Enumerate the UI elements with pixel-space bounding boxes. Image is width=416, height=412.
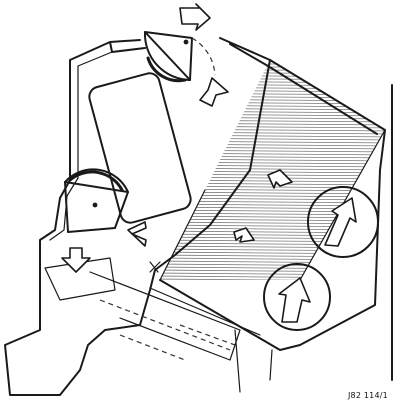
arrow-down-left <box>61 247 91 273</box>
hatch-stroke <box>160 194 385 198</box>
lower-right-circle <box>263 263 331 331</box>
hatch-stroke <box>160 143 385 147</box>
hatch-stroke <box>160 134 385 138</box>
hatch-stroke <box>160 107 385 111</box>
hatch-stroke <box>160 233 385 237</box>
hatch-stroke <box>160 137 385 141</box>
hatch-stroke <box>150 282 395 284</box>
hatch-stroke <box>160 218 385 222</box>
hatch-stroke <box>160 161 385 165</box>
hatch-stroke <box>160 203 385 207</box>
hatch-stroke <box>160 83 385 87</box>
arrow-top-right <box>179 3 211 31</box>
hatch-stroke <box>160 248 385 252</box>
hatch-stroke <box>160 239 385 243</box>
hatch-stroke <box>160 86 385 90</box>
hatch-stroke <box>160 212 385 216</box>
hatch-stroke <box>160 104 385 108</box>
hatch-stroke <box>160 101 385 105</box>
arrow-in-upper-circle <box>324 197 357 247</box>
hatch-stroke <box>160 209 385 213</box>
hatch-stroke <box>160 230 385 234</box>
hatch-stroke <box>160 149 385 153</box>
hatch-stroke <box>160 260 385 264</box>
hatch-stroke <box>160 152 385 156</box>
hatch-stroke <box>160 269 385 273</box>
reference-code: J82 114/1 <box>348 391 388 400</box>
hatch-stroke <box>160 215 385 219</box>
lower-dashed-lines <box>99 299 236 361</box>
hatch-stroke <box>160 131 385 135</box>
inner-wall-line <box>49 51 113 241</box>
hatch-stroke <box>160 71 385 75</box>
hatch-stroke <box>160 236 385 240</box>
small-marker <box>149 261 161 273</box>
hatch-stroke <box>160 89 385 93</box>
hatch-stroke <box>160 95 385 99</box>
arrow-mid-hatch <box>233 227 255 243</box>
hatch-stroke <box>160 125 385 129</box>
hatch-stroke <box>150 285 395 287</box>
hatch-stroke <box>160 167 385 171</box>
lower-rotor <box>64 168 129 233</box>
hatch-stroke <box>160 200 385 204</box>
hatch-stroke <box>160 278 385 280</box>
arrow-right-upper <box>199 77 229 107</box>
hatch-stroke <box>160 227 385 231</box>
arrow-in-lower-circle <box>278 277 311 323</box>
hatch-stroke <box>160 116 385 120</box>
hatch-stroke <box>160 140 385 144</box>
hatch-stroke <box>160 92 385 96</box>
hatch-stroke <box>160 254 385 258</box>
hatch-stroke <box>160 266 385 270</box>
hatch-stroke <box>160 197 385 201</box>
hatch-stroke <box>160 128 385 132</box>
hatch-stroke <box>160 263 385 267</box>
hatch-stroke <box>160 191 385 195</box>
hatch-stroke <box>160 62 385 66</box>
hatch-stroke <box>160 221 385 225</box>
upper-right-circle <box>307 186 379 258</box>
hatch-stroke <box>160 164 385 168</box>
hatch-stroke <box>160 245 385 249</box>
hatch-stroke <box>160 98 385 102</box>
arrow-center <box>267 169 293 189</box>
hatch-stroke <box>160 80 385 84</box>
hatch-stroke <box>160 158 385 162</box>
central-block <box>88 72 192 224</box>
hatch-stroke <box>160 155 385 159</box>
hatch-stroke <box>160 257 385 261</box>
upper-rotor <box>143 31 216 83</box>
hatch-stroke <box>160 146 385 150</box>
right-enclosure <box>159 37 386 351</box>
arrow-left-lower <box>127 221 147 247</box>
